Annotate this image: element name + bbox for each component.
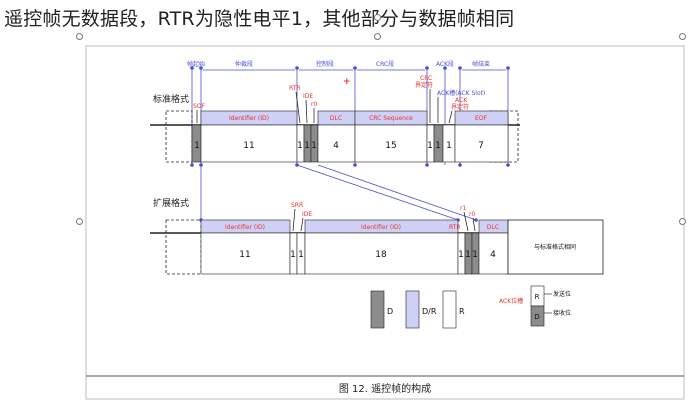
extended-rtr-tag: RTR	[449, 224, 461, 231]
extended-id-bits: 11	[239, 250, 250, 260]
label-sof: 帧起始	[187, 60, 205, 68]
standard-pointers	[196, 89, 453, 124]
selection-handle-top-left[interactable]	[76, 33, 83, 40]
selection-handle-left[interactable]	[76, 218, 83, 225]
label-arbitration: 仲裁段	[235, 60, 253, 68]
legend-d-label: D	[387, 307, 393, 316]
legend-ack-receive-box	[530, 305, 545, 327]
legend-send-label: 发送位	[553, 290, 571, 298]
standard-crc-bits: 15	[385, 141, 396, 151]
standard-id-bits: 11	[243, 141, 254, 151]
selection-handle-right[interactable]	[679, 218, 686, 225]
extended-rest-box	[507, 219, 604, 275]
extended-rtr-bits: 1	[458, 250, 464, 260]
standard-ack-delim-tag: ACK	[455, 97, 468, 104]
legend-dr-label: D/R	[422, 307, 437, 316]
label-eof: 帧结束	[472, 60, 490, 68]
extended-dlc-cell	[478, 232, 509, 275]
boundary-dots	[190, 66, 510, 167]
standard-crc-delim-tag: CRC	[420, 75, 432, 82]
standard-sof-bits: 1	[194, 141, 200, 151]
figure-caption: 图 12. 遥控帧的构成	[339, 382, 431, 395]
standard-rtr-bits: 1	[297, 141, 303, 151]
rotate-handle[interactable]	[374, 14, 381, 21]
standard-ack-slot-bits: 1	[435, 141, 441, 151]
selection-handle-top[interactable]	[374, 33, 381, 40]
standard-ack-slot-tag: ACK槽(ACK Slot)	[437, 89, 485, 97]
legend-receive-label: 接收位	[553, 309, 571, 317]
page-heading: 遥控帧无数据段，RTR为隐性电平1，其他部分与数据帧相同	[4, 8, 515, 30]
legend-d-swatch	[370, 290, 385, 329]
standard-ide-bits: 1	[304, 141, 310, 151]
standard-eof-cell	[454, 124, 509, 163]
extended-format-title: 扩展格式	[153, 197, 189, 209]
standard-format-title: 标准格式	[153, 93, 189, 105]
extended-id2-label: Identifier (ID)	[361, 224, 401, 231]
standard-eof-bits: 7	[478, 141, 484, 151]
standard-crc-delim-bits: 1	[427, 141, 433, 151]
legend-r-label: R	[459, 307, 465, 316]
standard-crc-label: CRC Sequence	[369, 115, 413, 122]
standard-crc-delim-tag-sub: 界定符	[415, 81, 433, 89]
standard-ack-delim-bits: 1	[446, 141, 452, 151]
label-ack-section: ACK段	[436, 60, 454, 68]
standard-dlc-cell	[317, 124, 356, 163]
legend-ack-r: R	[535, 293, 540, 301]
extended-rest-label: 与标准格式相同	[534, 243, 576, 251]
extended-r0-tag: r0	[469, 211, 475, 218]
standard-r0-tag: r0	[311, 101, 317, 108]
extended-dlc-bits: 4	[490, 250, 496, 260]
legend-ack-d: D	[534, 313, 539, 321]
extended-srr-bits: 1	[290, 250, 296, 260]
extended-pointers	[292, 208, 476, 232]
extended-id-label: Identifier (ID)	[225, 224, 265, 231]
red-plus-marker: +	[343, 77, 351, 87]
legend-dr-swatch	[405, 290, 420, 329]
standard-id-cell	[200, 124, 298, 163]
standard-r0-bits: 1	[311, 141, 317, 151]
extended-r0-bits: 1	[472, 250, 478, 260]
standard-dlc-label: DLC	[330, 115, 342, 122]
extended-r1-tag: r1	[460, 205, 466, 212]
extended-dlc-label: DLC	[487, 224, 499, 231]
legend-ack-slot-label: ACK位槽	[499, 297, 523, 305]
standard-ide-tag: IDE	[303, 93, 313, 100]
mapping-line-rtr	[296, 164, 459, 221]
standard-crc-cell	[354, 124, 428, 163]
standard-rtr-tag: RTR	[289, 85, 301, 92]
selection-handle-top-right[interactable]	[679, 33, 686, 40]
mapping-line-dlc	[317, 164, 477, 221]
standard-dlc-bits: 4	[333, 141, 339, 151]
extended-id-cell	[200, 232, 291, 275]
extended-id2-cell	[304, 232, 459, 275]
extended-ide-bits: 1	[298, 250, 304, 260]
standard-id-label: Identifier (ID)	[229, 115, 269, 122]
label-crc-section: CRC段	[376, 60, 394, 68]
extended-srr-tag: SRR	[291, 202, 303, 209]
standard-sof-tag: SOF	[193, 103, 206, 110]
extended-id2-bits: 18	[375, 250, 387, 260]
standard-eof-label: EOF	[475, 115, 488, 122]
extended-r1-bits: 1	[465, 250, 471, 260]
label-control: 控制段	[316, 60, 334, 68]
extended-ide-tag: IDE	[302, 211, 312, 218]
legend-r-swatch	[442, 290, 457, 329]
standard-ack-delim-tag-sub: 界定符	[451, 103, 469, 111]
